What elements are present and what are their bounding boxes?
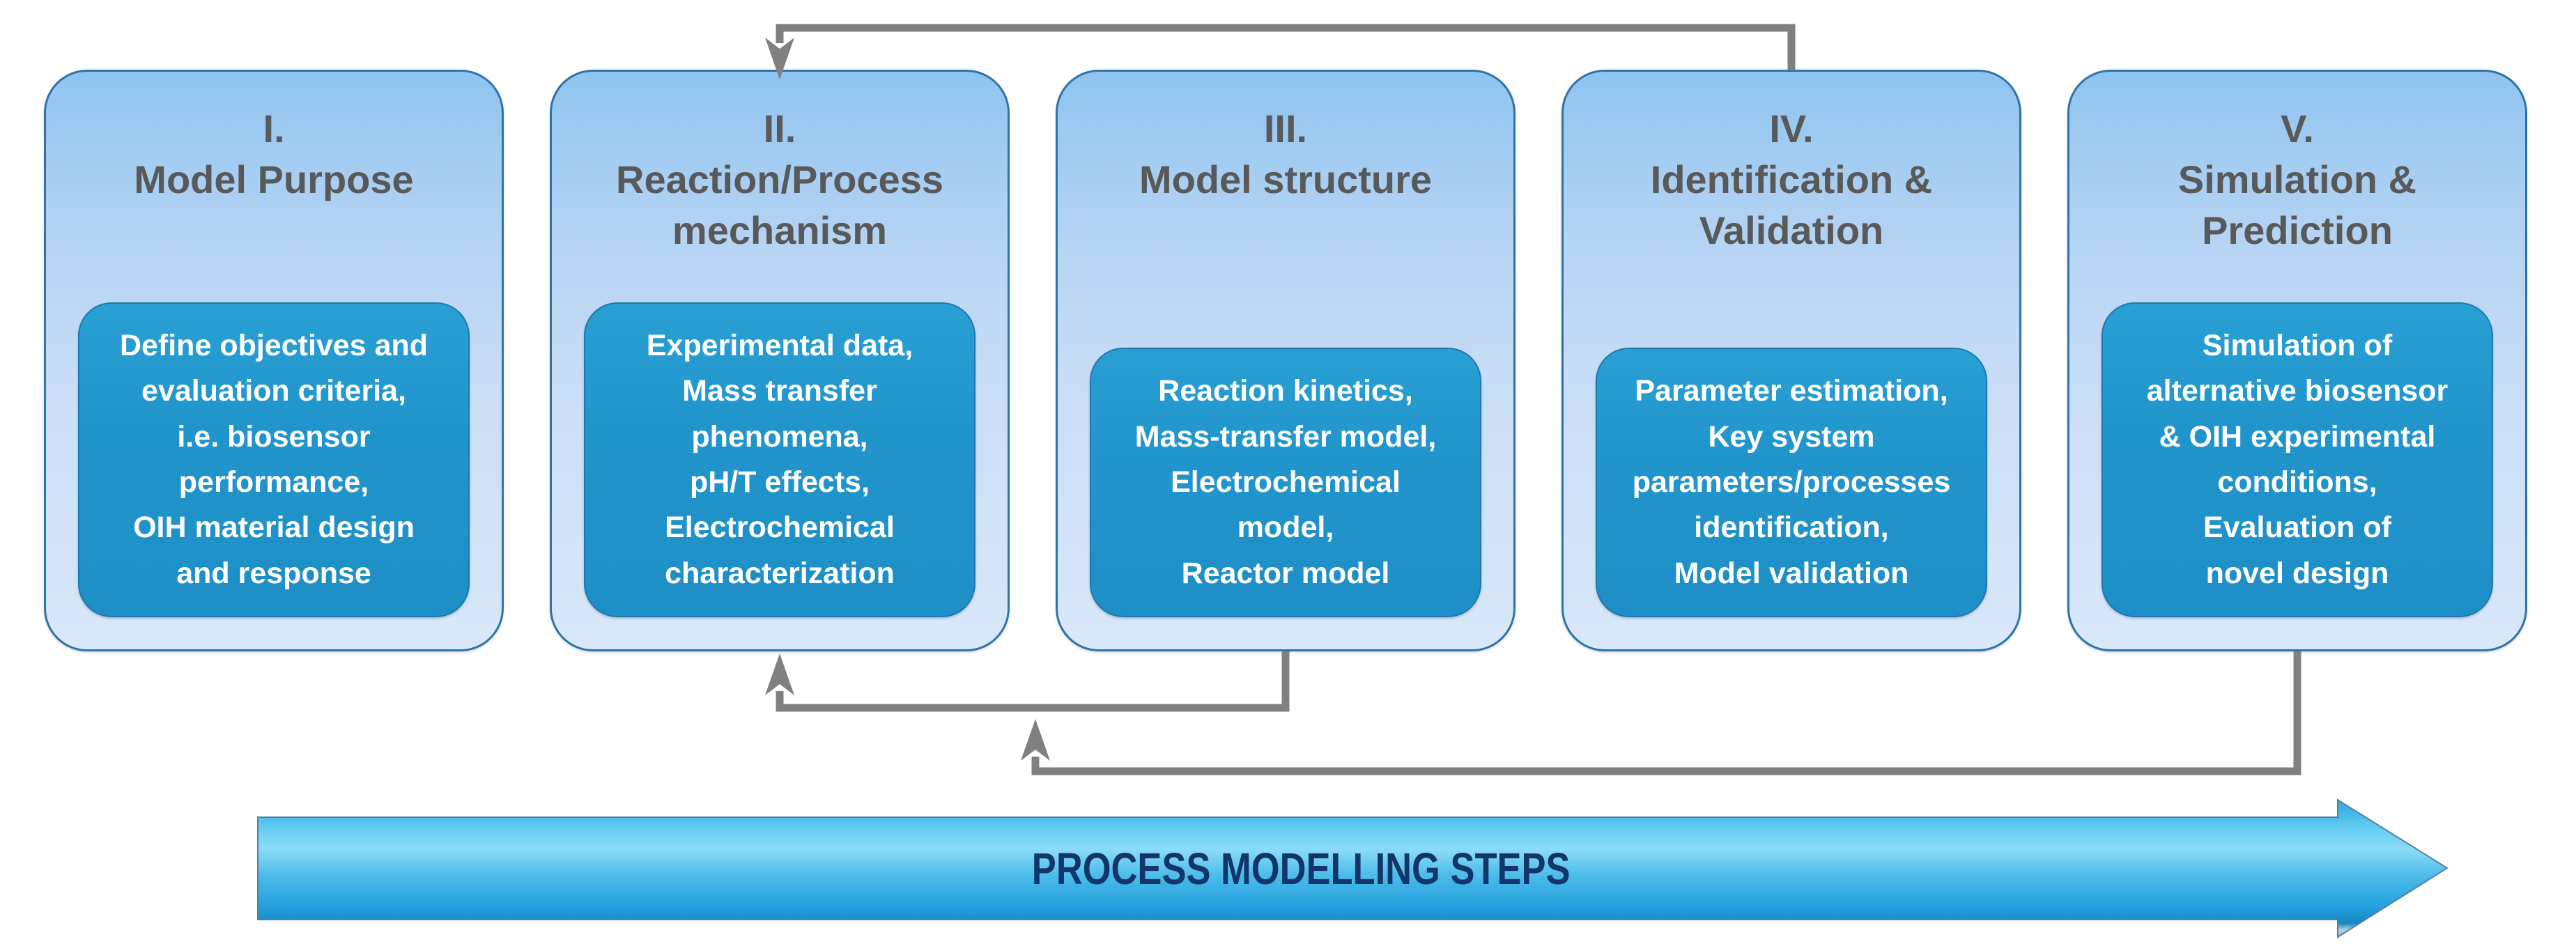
step-details: Simulation of alternative biosensor & OI… [2101,302,2493,617]
step-title: IV. Identification & Validation [1564,72,2019,256]
step-title-text: Identification & Validation [1650,157,1933,252]
feedback-arrow-step3-to-step2 [765,651,1290,712]
step-title-text: Model Purpose [134,157,414,201]
arrow-up-icon [1021,719,1050,761]
step-details: Reaction kinetics, Mass-transfer model, … [1090,348,1481,617]
step-box-reaction-process-mechanism: II. Reaction/Process mechanism Experiment… [550,70,1010,651]
step-title-text: Simulation & Prediction [2177,157,2417,252]
step-title-text: Model structure [1139,157,1433,201]
process-arrow-label: PROCESS MODELLING STEPS [258,843,2345,895]
process-arrow-label-text: PROCESS MODELLING STEPS [1032,844,1571,894]
step-details: Experimental data, Mass transfer phenome… [584,302,975,617]
step-numeral: II. [763,107,796,150]
step-title: II. Reaction/Process mechanism [552,72,1008,256]
step-details: Define objectives and evaluation criteri… [78,302,470,617]
step-title-text: Reaction/Process mechanism [616,157,943,252]
step-numeral: III. [1263,107,1308,150]
step-box-model-structure: III. Model structure Reaction kinetics, M… [1056,70,1515,651]
step-title: III. Model structure [1058,72,1513,206]
step-numeral: IV. [1769,107,1814,150]
step-box-identification-validation: IV. Identification & Validation Parameter… [1561,70,2021,651]
arrow-up-icon [765,653,794,695]
feedback-arrow-step5-to-step2 [1021,651,2301,775]
step-boxes-row: I. Model Purpose Define objectives and ev… [44,70,2527,651]
step-title: I. Model Purpose [46,72,502,206]
step-box-simulation-prediction: V. Simulation & Prediction Simulation of … [2067,70,2527,651]
step-details: Parameter estimation, Key system paramet… [1596,348,1987,617]
step-box-model-purpose: I. Model Purpose Define objectives and ev… [44,70,504,651]
step-numeral: V. [2281,107,2314,150]
step-numeral: I. [263,107,285,150]
step-title: V. Simulation & Prediction [2069,72,2525,256]
